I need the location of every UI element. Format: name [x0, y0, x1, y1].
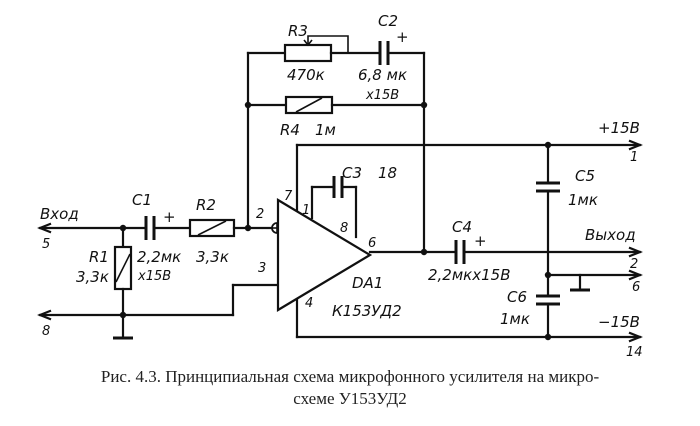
caption-line-1: Рис. 4.3. Принципиальная схема микрофонн… [100, 367, 600, 386]
label-c4-plus: + [474, 232, 487, 250]
label-c5-value: 1мк [568, 191, 598, 209]
label-c3: C3 [342, 164, 362, 182]
label-c2: C2 [378, 12, 398, 30]
component-labels: R3 470к C2 + 6,8 мк x15В R4 1м +15В 1 C3… [40, 12, 643, 360]
label-terminal-8: 8 [42, 324, 50, 339]
label-c1: C1 [132, 191, 152, 209]
label-ic-pin-6: 6 [368, 236, 376, 251]
label-ic-pin-1: 1 [302, 203, 310, 218]
label-c1-plus: + [163, 208, 176, 226]
label-c4: C4 [452, 218, 472, 236]
label-r1-value: 3,3к [76, 268, 109, 286]
label-terminal-1: 1 [630, 150, 638, 165]
label-plus15: +15В [598, 119, 640, 137]
label-c6: C6 [507, 288, 527, 306]
label-da1-type: К153УД2 [332, 302, 402, 320]
resistor-r3 [283, 43, 333, 63]
label-c4-value: 2,2мкx15В [428, 266, 511, 284]
label-c2-voltage: x15В [365, 88, 399, 103]
label-r1: R1 [89, 248, 109, 266]
feedback-network [244, 35, 428, 254]
label-ic-pin-8: 8 [340, 221, 348, 236]
caption-line-2: схеме У153УД2 [293, 389, 407, 408]
label-ic-pin-3: 3 [258, 261, 266, 276]
label-r3-value: 470к [287, 66, 325, 84]
label-r2-value: 3,3к [196, 248, 229, 266]
label-input: Вход [40, 205, 79, 223]
supply-rails [295, 139, 643, 343]
label-c3-value: 18 [378, 164, 397, 182]
label-terminal-2: 2 [630, 257, 638, 272]
label-r3: R3 [288, 22, 308, 40]
label-c5: C5 [575, 167, 595, 185]
label-terminal-6: 6 [632, 280, 640, 295]
label-c1-value: 2,2мк [137, 248, 181, 266]
label-output: Выход [585, 226, 636, 244]
label-ic-pin-7: 7 [284, 189, 293, 204]
label-r2: R2 [196, 196, 216, 214]
label-c1-voltage: x15В [137, 269, 171, 284]
label-da1: DA1 [352, 274, 383, 292]
label-ic-pin-4: 4 [305, 296, 313, 311]
opamp-da1 [276, 176, 643, 312]
input-section [37, 216, 283, 340]
label-r4: R4 [280, 121, 300, 139]
label-ic-pin-2: 2 [256, 207, 264, 222]
label-terminal-5: 5 [42, 237, 50, 252]
label-terminal-14: 14 [626, 345, 643, 360]
label-c2-plus: + [396, 28, 409, 46]
label-minus15: −15В [598, 313, 640, 331]
label-c2-value: 6,8 мк [358, 66, 407, 84]
label-c6-value: 1мк [500, 310, 530, 328]
label-r4-value: 1м [315, 121, 336, 139]
figure-caption: Рис. 4.3. Принципиальная схема микрофонн… [0, 366, 700, 410]
